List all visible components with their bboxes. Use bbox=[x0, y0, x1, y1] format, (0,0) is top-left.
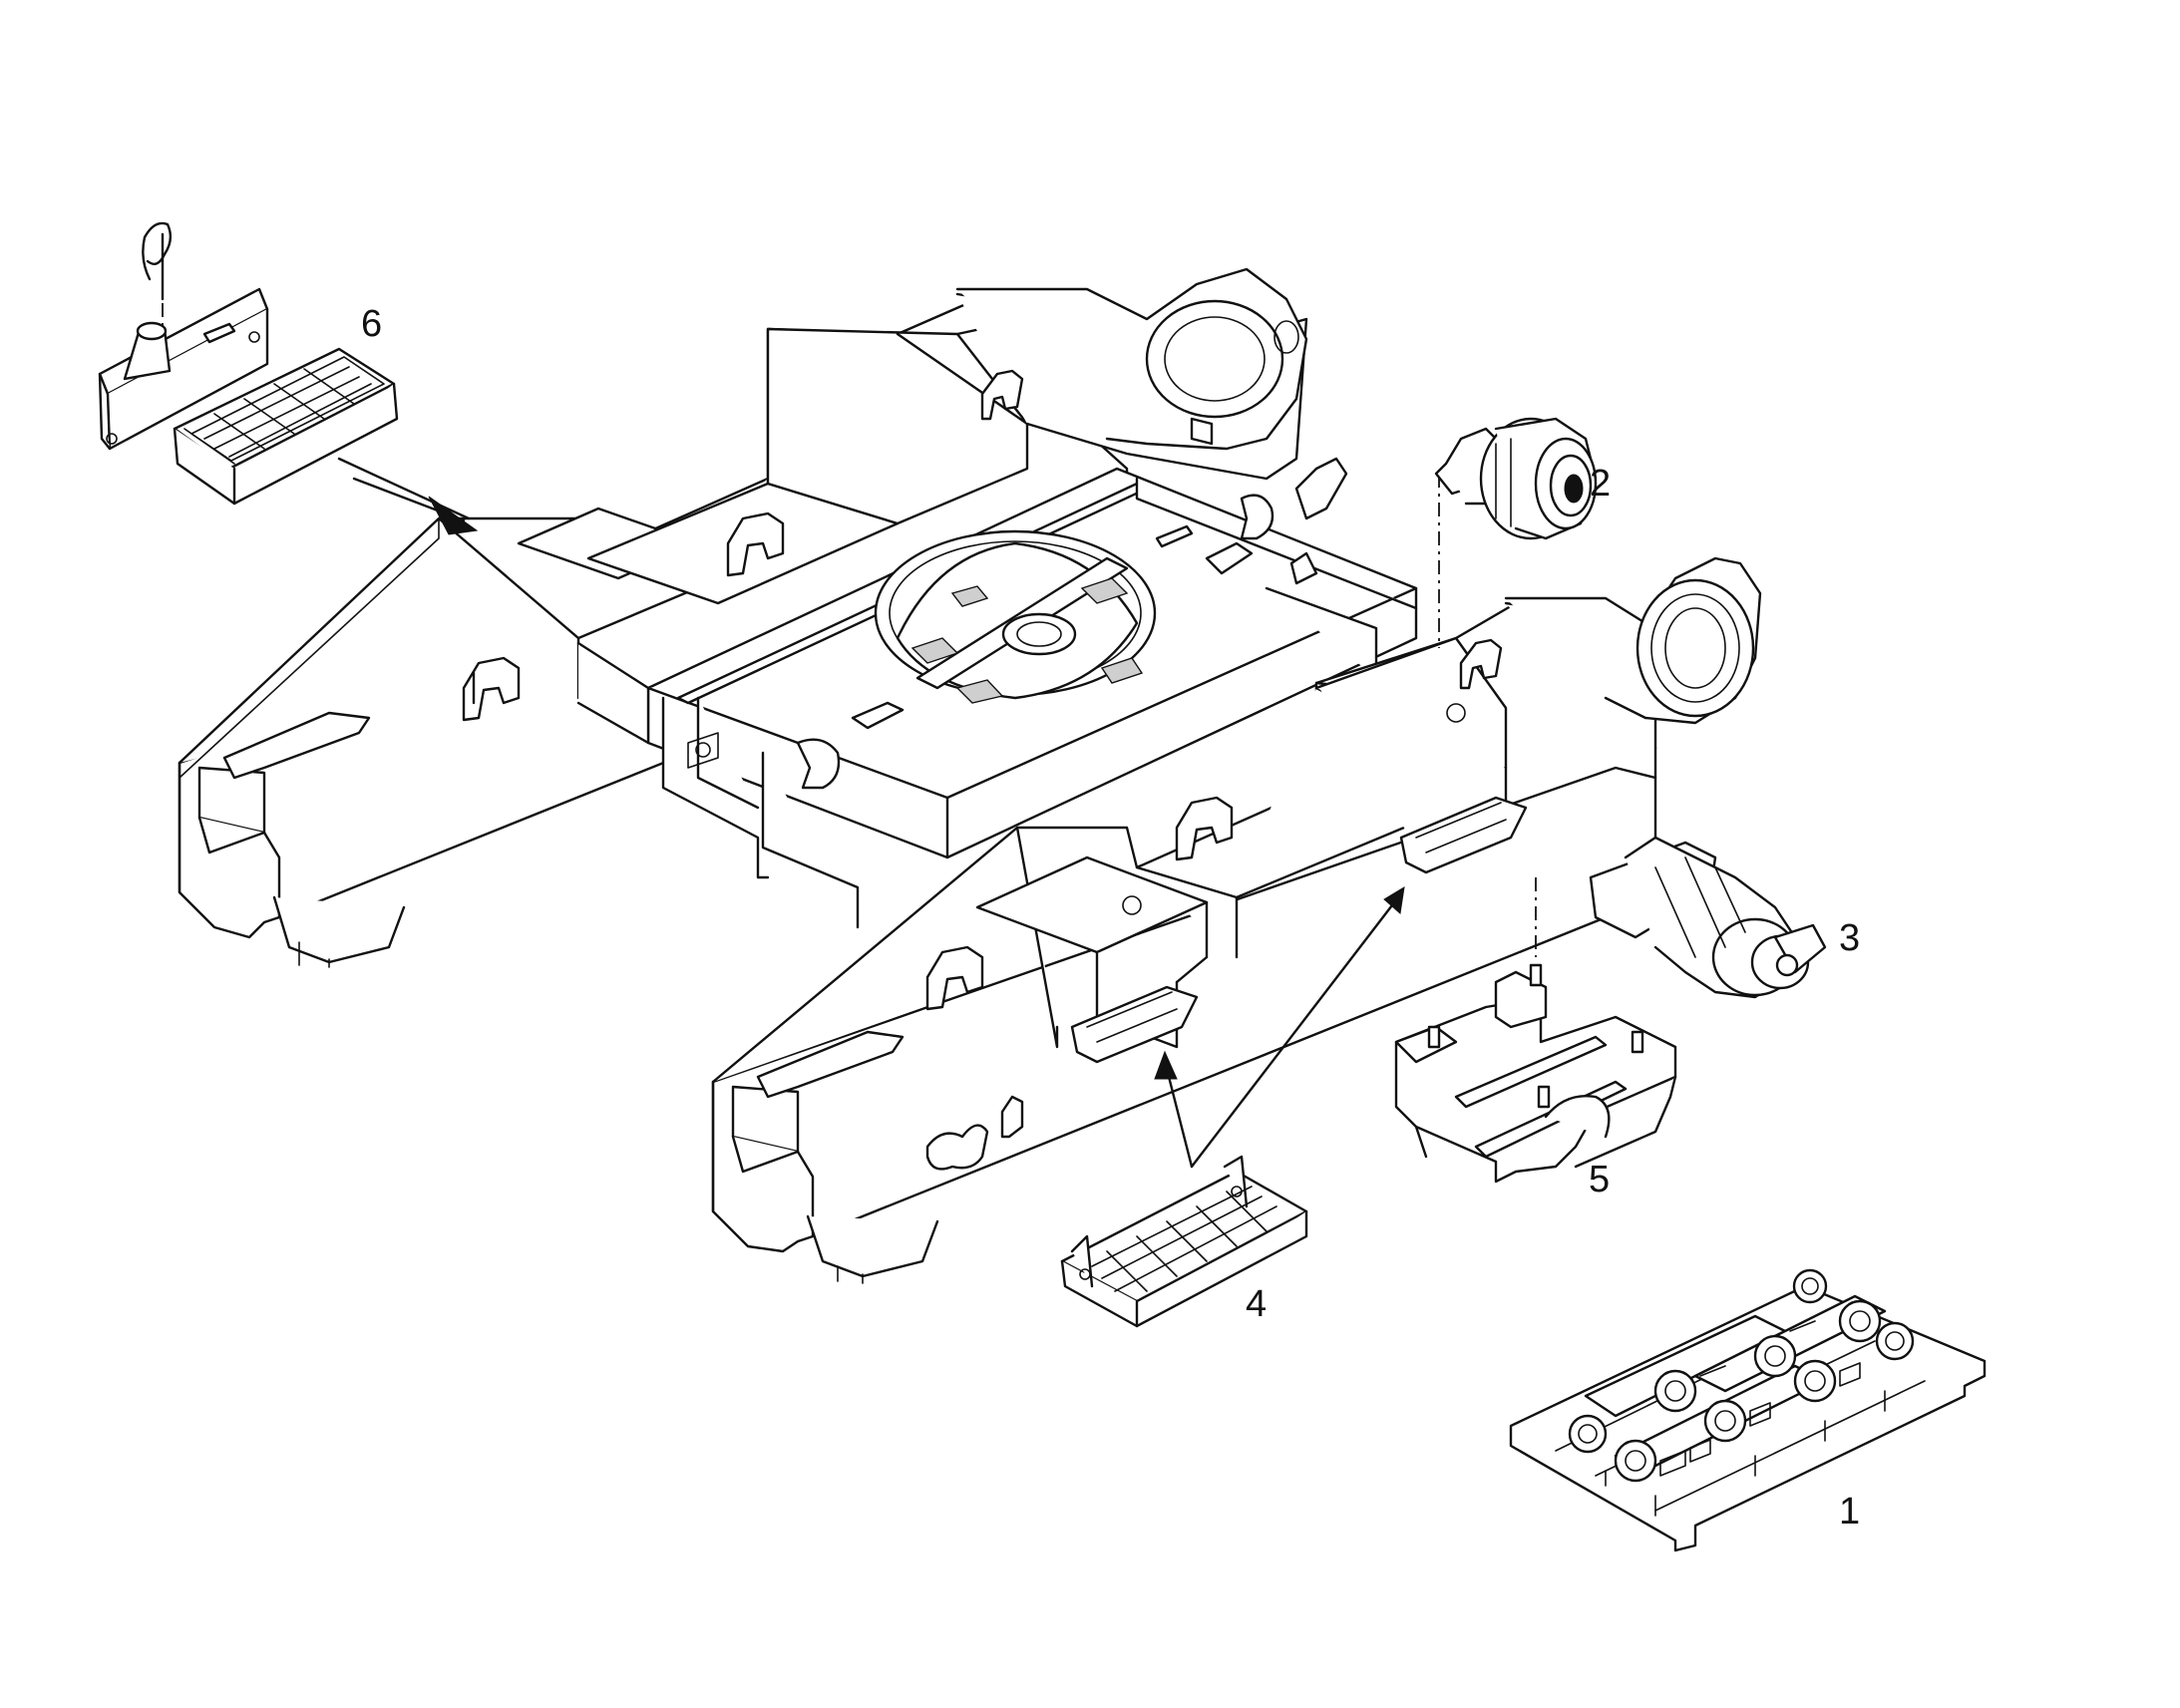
callout-6: 6 bbox=[361, 303, 382, 345]
callouts: 1 2 3 4 5 6 bbox=[361, 303, 1860, 1533]
part-6-step-assembly bbox=[98, 221, 399, 506]
callout-2: 2 bbox=[1590, 463, 1611, 505]
carbody bbox=[576, 457, 1418, 929]
step-grating-6 bbox=[173, 347, 399, 506]
undercarriage-frame bbox=[178, 267, 1762, 1284]
part-5-guard-bracket bbox=[1394, 963, 1677, 1184]
callout-1: 1 bbox=[1839, 1491, 1860, 1533]
part-3-bottom-roller bbox=[1589, 836, 1827, 999]
part-2-top-roller bbox=[1434, 417, 1598, 540]
part-4-step bbox=[1060, 1155, 1308, 1328]
callout-5: 5 bbox=[1589, 1159, 1610, 1200]
swing-bearing bbox=[874, 529, 1157, 704]
callout-4: 4 bbox=[1246, 1283, 1267, 1325]
right-track-frame bbox=[711, 556, 1762, 1284]
leader-arrows bbox=[162, 274, 1537, 1169]
callout-3: 3 bbox=[1839, 917, 1860, 959]
part-1-track-chain bbox=[1509, 1268, 1987, 1552]
